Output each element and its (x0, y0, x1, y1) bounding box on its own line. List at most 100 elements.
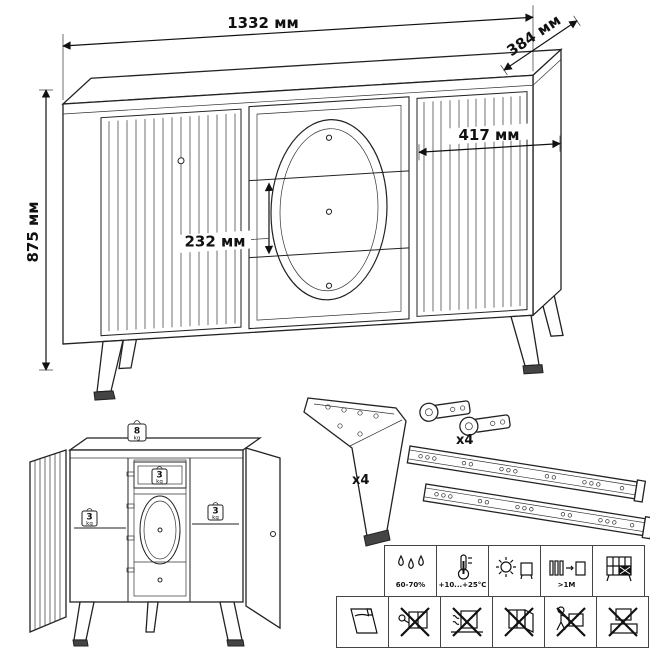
care-instructions-grid: 60-70% +10...+25°C (336, 545, 650, 648)
slide-rail-2 (422, 483, 650, 540)
no-lean-icon (503, 606, 534, 637)
front-right-foot (522, 364, 544, 375)
load-drawer-value: 3 (156, 471, 162, 481)
drawer-knob-top (325, 134, 333, 141)
drawer-knob-middle (325, 208, 333, 215)
slide-rail-marks (126, 471, 135, 573)
hinge-qty-label: x4 (456, 433, 473, 448)
height-dimension: 875 мм (24, 89, 53, 371)
load-badge-drawer: 3 kg (151, 466, 168, 485)
no-heavy-top-icon (607, 606, 638, 637)
care-icon-carry (544, 596, 597, 648)
drawer-split-top (249, 170, 409, 182)
care-icon-no-lean (492, 596, 545, 648)
leg-qty-label: x4 (352, 473, 369, 488)
leg-detail: x4 (303, 397, 407, 547)
cabinet-right-face (532, 48, 562, 317)
care-label-humidity: 60-70% (395, 581, 426, 589)
open-left-door (29, 449, 67, 633)
top-slab-edge (63, 84, 533, 115)
ventilation-grid-icon (605, 555, 632, 581)
care-icon-heater-distance: >1M (540, 545, 593, 597)
width-dim-label: 1332 мм (227, 14, 299, 32)
drawer-knob-bottom (325, 282, 333, 289)
leg-hole-2 (341, 407, 347, 413)
open-knob-middle (157, 527, 163, 533)
load-badge-left-shelf: 3 kg (81, 508, 98, 527)
drawer-dim-label-bg (177, 230, 253, 254)
hinge-detail: x4 (419, 400, 511, 448)
slide-rail-1 (406, 445, 647, 503)
care-row-2 (336, 596, 650, 648)
no-push-icon (397, 606, 430, 637)
door-dim-label: 417 мм (458, 126, 519, 144)
depth-tick-far (573, 15, 581, 26)
thermometer-icon (457, 554, 472, 580)
oval-decor-inner (279, 128, 379, 292)
left-door-flutes (108, 113, 236, 332)
front-left-foot (93, 390, 116, 401)
open-front-right-foot (226, 639, 245, 647)
drawer-slides (406, 445, 650, 540)
front-right-leg (510, 314, 540, 367)
drawer-split-bottom (249, 247, 409, 259)
care-row-1: 60-70% +10...+25°C (384, 545, 650, 597)
open-front-left-leg (73, 601, 95, 641)
door-dim-line (418, 139, 561, 156)
humidity-drops-icon (397, 554, 424, 570)
load-right-shelf-unit: kg (212, 515, 219, 521)
load-right-shelf-value: 3 (212, 507, 218, 517)
leg-hole-3 (357, 410, 363, 416)
open-left-door-flutes (34, 452, 61, 630)
load-top-value: 8 (134, 427, 140, 437)
load-drawer-unit: kg (156, 479, 163, 485)
heater-icon (548, 560, 586, 576)
height-dim-label: 875 мм (24, 201, 42, 262)
open-front-left-foot (72, 639, 89, 647)
care-icon-panel-care (336, 596, 389, 648)
panel-fold-icon (349, 607, 378, 634)
load-badge-right-shelf: 3 kg (207, 502, 224, 521)
sideboard-open-view: 8 kg 3 kg 3 kg 3 kg (29, 420, 281, 647)
open-front-right-leg (219, 601, 243, 641)
care-label-heater-distance: >1M (557, 581, 576, 589)
leg-hole-6 (357, 431, 363, 437)
hinge-1 (419, 400, 471, 422)
carry-person-icon (555, 605, 586, 637)
leg-foot-pad (363, 529, 391, 547)
care-icon-sunlight (488, 545, 541, 597)
leg-plate-edge (313, 403, 395, 415)
leg-fold-line (349, 419, 403, 447)
sideboard-front-view: 1332 мм 417 мм 232 мм (61, 5, 564, 401)
sun-icon (495, 556, 533, 579)
drawer-dim-label: 232 мм (184, 233, 245, 251)
right-door-flutes (423, 96, 521, 312)
no-drag-icon (450, 606, 483, 637)
leg-hole-5 (337, 423, 343, 429)
care-icon-no-heavy (596, 596, 649, 648)
drawer-dim-leader (251, 238, 269, 240)
depth-dim-line (503, 20, 578, 71)
care-icon-temperature: +10...+25°C (436, 545, 489, 597)
care-icon-humidity: 60-70% (384, 545, 437, 597)
open-oval-outer (139, 495, 181, 565)
open-right-door-knob (270, 531, 276, 537)
left-door (100, 108, 242, 337)
care-label-temperature: +10...+25°C (438, 581, 487, 589)
open-knob-bottom (157, 577, 163, 583)
open-oval-inner (143, 500, 177, 560)
door-dim-label-bg (447, 123, 531, 145)
left-door-knob (177, 157, 185, 165)
slide-rail-1-holes (418, 454, 625, 491)
load-left-shelf-unit: kg (86, 521, 93, 527)
hinge-2 (459, 414, 511, 436)
leg-hole-4 (373, 413, 379, 419)
care-icon-no-drag (440, 596, 493, 648)
load-left-shelf-value: 3 (86, 513, 92, 523)
leg-shape (303, 397, 407, 543)
load-top-unit: kg (134, 436, 141, 442)
width-dim-line (62, 13, 534, 50)
load-badge-top: 8 kg (127, 420, 147, 442)
